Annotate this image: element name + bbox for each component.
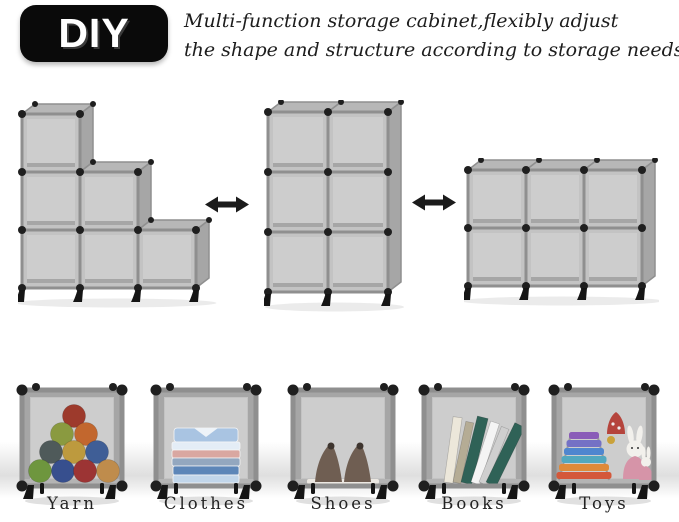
yarn-label: Yarn (47, 494, 97, 513)
toys-illustration (556, 412, 653, 481)
shoes-illustration (307, 442, 379, 484)
books-cube-figure (418, 383, 530, 506)
swap-arrow-shape (205, 196, 249, 213)
headline-line-1: Multi-function storage cabinet,flexibly … (184, 10, 619, 32)
swap-arrow-shape (412, 194, 456, 211)
cube-frame-front (548, 383, 660, 499)
yarn-cube-figure (16, 383, 128, 506)
cabinet-wide-figure (464, 158, 659, 306)
swap-arrow-icon (205, 196, 249, 213)
cube-frame-front (16, 383, 128, 499)
toys-label: Toys (579, 494, 629, 513)
cabinet-tower-figure (264, 100, 405, 312)
small-bunny-toy (641, 457, 651, 467)
yarn-illustration (28, 404, 120, 483)
toys-cube-figure (548, 383, 660, 506)
headline-line-2: the shape and structure according to sto… (184, 39, 679, 61)
cube-frame-front (287, 383, 399, 499)
diy-badge-text: DIY (58, 10, 130, 56)
books-illustration (443, 415, 526, 488)
big-bunny-toy (626, 440, 644, 458)
cube-frame-front (418, 383, 530, 499)
swap-arrow-icon (412, 194, 456, 211)
diy-badge: DIY (20, 5, 168, 62)
clothes-illustration (171, 427, 241, 484)
shoes-label: Shoes (310, 494, 376, 513)
cube-frame-front (150, 383, 262, 499)
clothes-label: Clothes (163, 494, 249, 513)
shoes-cube-figure (287, 383, 399, 506)
cabinet-staircase-figure (18, 101, 217, 308)
shirt-collar (194, 428, 218, 437)
headline: Multi-function storage cabinet,flexibly … (184, 7, 679, 65)
clothes-cube-figure (150, 383, 262, 506)
books-label: Books (441, 494, 507, 513)
